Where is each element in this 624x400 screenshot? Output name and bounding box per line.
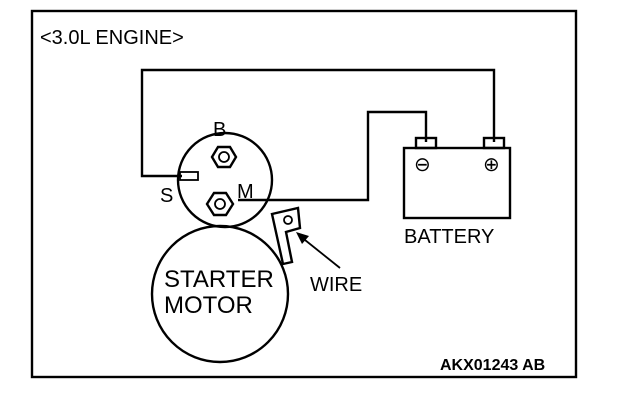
ground-wire-bracket bbox=[270, 206, 302, 266]
b-terminal-label: B bbox=[213, 119, 226, 141]
wire-label: WIRE bbox=[310, 274, 362, 296]
starter-label-line1: STARTER bbox=[164, 266, 274, 293]
b-terminal-nut bbox=[210, 145, 238, 169]
battery-positive-symbol: ⊕ bbox=[483, 154, 500, 176]
starter-label-line2: MOTOR bbox=[164, 292, 253, 319]
battery-label: BATTERY bbox=[404, 226, 494, 248]
figure-frame bbox=[30, 9, 578, 379]
s-terminal-wire bbox=[140, 68, 496, 178]
s-terminal-label: S bbox=[160, 185, 173, 207]
battery bbox=[402, 136, 512, 220]
engine-title: <3.0L ENGINE> bbox=[40, 27, 184, 49]
wire-pointer-arrow bbox=[296, 232, 341, 269]
m-terminal-label: M bbox=[237, 181, 254, 203]
m-terminal-nut bbox=[205, 191, 235, 217]
s-terminal bbox=[179, 171, 199, 181]
starter-motor-body bbox=[150, 224, 290, 364]
figure-code: AKX01243 AB bbox=[440, 357, 545, 374]
battery-negative-symbol: ⊖ bbox=[414, 154, 431, 176]
m-terminal-wire bbox=[238, 110, 428, 202]
